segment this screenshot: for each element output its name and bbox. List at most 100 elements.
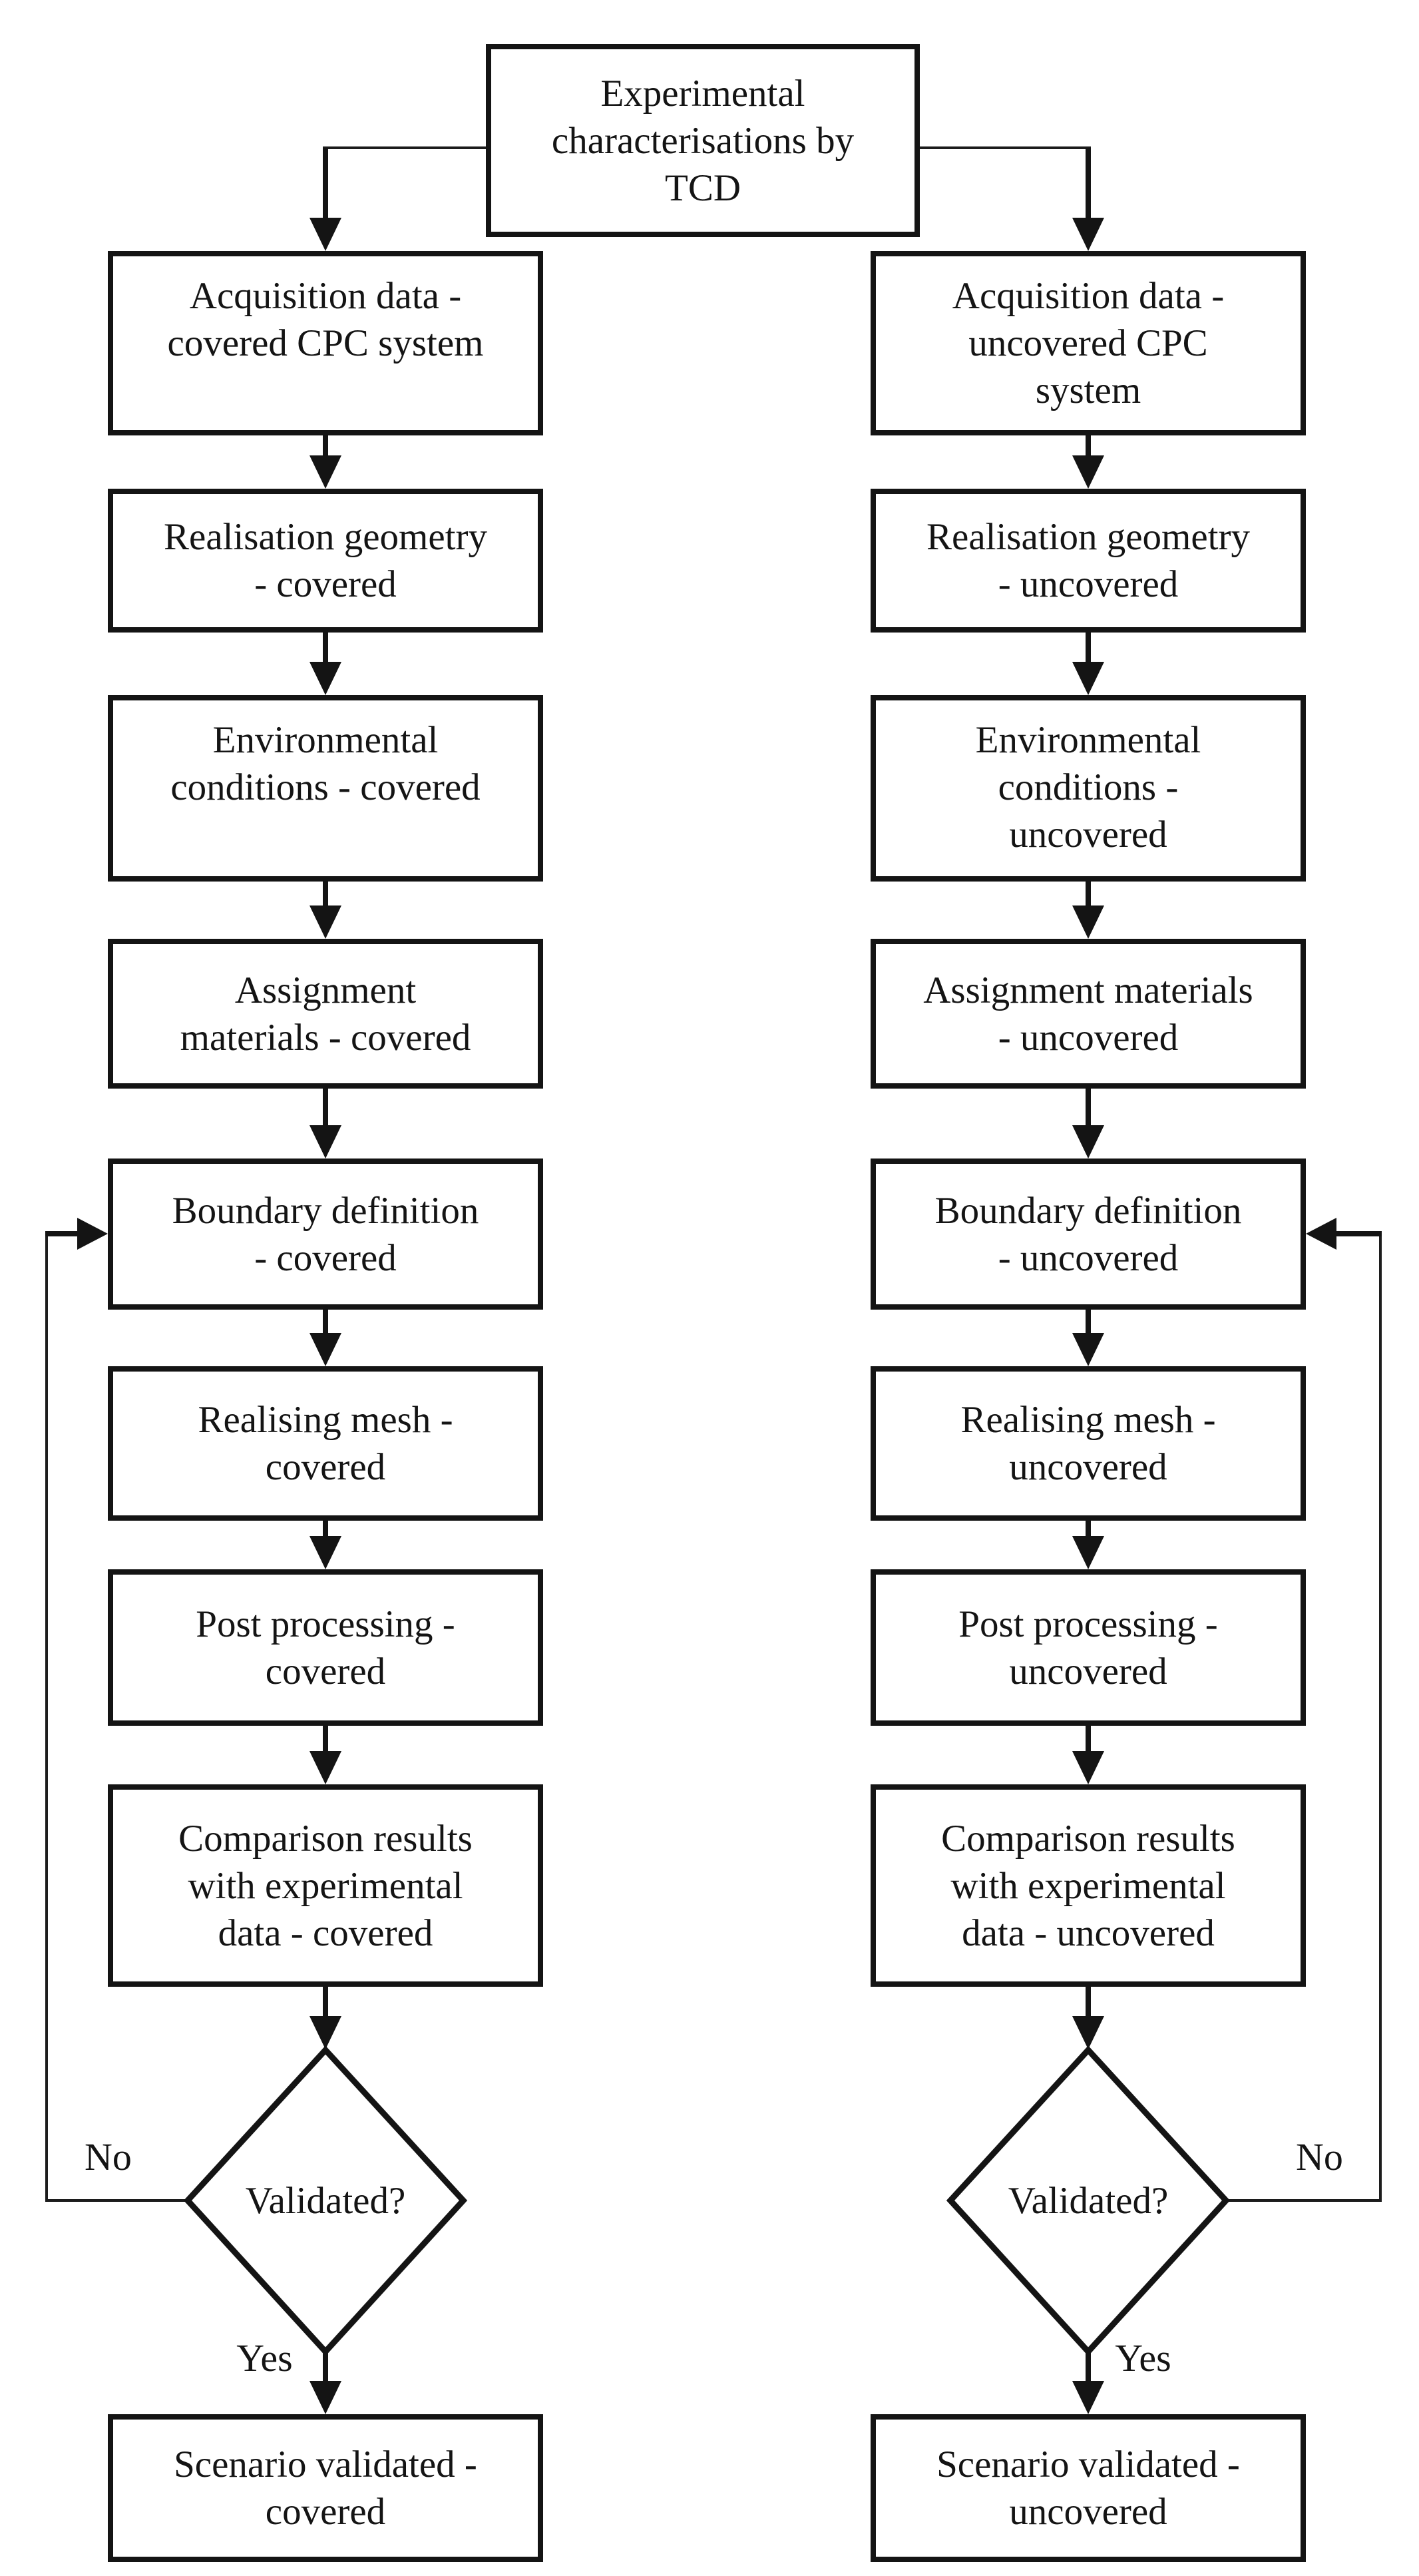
node-comparison-results-covered: Comparison results with experimental dat…: [108, 1784, 543, 1987]
arrow-down-icon: [309, 2381, 341, 2414]
arrow-left-icon: [1306, 1218, 1336, 1250]
arrow-right-icon: [77, 1218, 108, 1250]
arrow-down-icon: [1072, 1125, 1104, 1159]
node-line: Assignment materials: [923, 969, 1253, 1011]
arrow-shaft: [1086, 633, 1091, 662]
arrow-down-icon: [309, 1333, 341, 1366]
node-realisation-geometry-covered: Realisation geometry - covered: [108, 489, 543, 633]
arrow-shaft: [323, 1987, 328, 2016]
arrow-down-icon: [309, 455, 341, 489]
node-line: - uncovered: [998, 1016, 1179, 1059]
node-line: Assignment: [234, 969, 417, 1011]
node-comparison-results-uncovered: Comparison results with experimental dat…: [871, 1784, 1306, 1987]
node-line: uncovered: [1009, 1446, 1167, 1488]
node-assignment-materials-uncovered: Assignment materials - uncovered: [871, 939, 1306, 1089]
node-boundary-definition-uncovered: Boundary definition - uncovered: [871, 1159, 1306, 1310]
arrow-shaft: [1086, 1089, 1091, 1125]
decision-label-uncovered: Validated?: [1008, 2180, 1169, 2222]
node-acquisition-data-uncovered: Acquisition data - uncovered CPC system: [871, 251, 1306, 435]
feedback-line-uncovered-horizontal: [1227, 2199, 1382, 2202]
node-line: Environmental: [975, 719, 1201, 761]
node-line: TCD: [665, 166, 741, 209]
arrow-down-icon: [1072, 1751, 1104, 1784]
node-root-experimental-characterisations: Experimental characterisations by TCD: [486, 44, 920, 237]
node-post-processing-covered: Post processing - covered: [108, 1569, 543, 1726]
arrow-down-icon: [309, 1751, 341, 1784]
arrow-down-icon: [1072, 218, 1104, 251]
node-realising-mesh-uncovered: Realising mesh - uncovered: [871, 1366, 1306, 1521]
node-line: conditions - covered: [170, 766, 481, 808]
arrow-down-icon: [1072, 1333, 1104, 1366]
node-line: Experimental: [600, 72, 805, 115]
arrow-shaft: [323, 633, 328, 662]
node-environmental-conditions-uncovered: Environmental conditions - uncovered: [871, 695, 1306, 882]
node-line: - covered: [254, 563, 397, 605]
arrow-shaft: [1086, 882, 1091, 905]
arrow-down-icon: [309, 662, 341, 695]
node-realising-mesh-covered: Realising mesh - covered: [108, 1366, 543, 1521]
arrow-down-icon: [309, 905, 341, 939]
node-line: materials - covered: [180, 1016, 471, 1059]
feedback-arrow-shaft: [1336, 1231, 1382, 1236]
node-realisation-geometry-uncovered: Realisation geometry - uncovered: [871, 489, 1306, 633]
feedback-line-covered-horizontal: [45, 2199, 187, 2202]
node-line: - covered: [254, 1236, 397, 1279]
node-line: covered: [265, 1446, 386, 1488]
arrow-down-icon: [309, 2016, 341, 2049]
arrow-down-icon: [1072, 455, 1104, 489]
node-post-processing-uncovered: Post processing - uncovered: [871, 1569, 1306, 1726]
arrow-shaft: [1086, 1987, 1091, 2016]
node-line: Realising mesh -: [960, 1399, 1216, 1441]
node-line: Comparison results: [941, 1817, 1235, 1860]
node-line: Realising mesh -: [198, 1399, 453, 1441]
node-line: Environmental: [212, 719, 439, 761]
node-line: with experimental: [950, 1864, 1226, 1907]
node-boundary-definition-covered: Boundary definition - covered: [108, 1159, 543, 1310]
node-line: Acquisition data -: [952, 275, 1225, 317]
node-line: Post processing -: [196, 1603, 455, 1645]
node-line: characterisations by: [551, 119, 855, 162]
node-environmental-conditions-covered: Environmental conditions - covered: [108, 695, 543, 882]
arrow-shaft: [1086, 1521, 1091, 1536]
node-scenario-validated-covered: Scenario validated - covered: [108, 2414, 543, 2562]
node-line: conditions -: [998, 766, 1179, 808]
node-line: Boundary definition: [934, 1189, 1242, 1232]
arrow-down-icon: [309, 1536, 341, 1569]
node-line: uncovered CPC: [968, 322, 1208, 364]
node-line: Scenario validated -: [174, 2444, 477, 2485]
decision-diamond-uncovered: [946, 2046, 1230, 2356]
arrow-shaft: [1086, 2352, 1091, 2381]
node-line: system: [1035, 370, 1141, 411]
feedback-line-uncovered-vertical: [1379, 1234, 1382, 2202]
node-line: Realisation geometry: [926, 516, 1250, 558]
node-line: Post processing -: [958, 1603, 1218, 1645]
node-line: - uncovered: [998, 563, 1179, 605]
arrow-shaft: [323, 882, 328, 905]
node-line: Acquisition data -: [189, 275, 462, 317]
arrow-shaft: [323, 1310, 328, 1333]
node-line: with experimental: [188, 1864, 463, 1907]
node-line: data - uncovered: [962, 1912, 1215, 1954]
arrow-shaft: [1086, 1310, 1091, 1333]
node-scenario-validated-uncovered: Scenario validated - uncovered: [871, 2414, 1306, 2562]
arrow-down-icon: [1072, 905, 1104, 939]
node-line: uncovered: [1009, 1650, 1167, 1692]
node-line: uncovered: [1009, 814, 1167, 856]
decision-label-covered: Validated?: [245, 2180, 406, 2222]
arrow-down-icon: [1072, 2016, 1104, 2049]
node-assignment-materials-covered: Assignment materials - covered: [108, 939, 543, 1089]
node-line: uncovered: [1009, 2491, 1167, 2533]
arrow-shaft: [1086, 435, 1091, 455]
feedback-arrow-shaft: [45, 1231, 77, 1236]
node-line: covered: [265, 1650, 386, 1692]
arrow-down-icon: [1072, 2381, 1104, 2414]
node-line: Boundary definition: [172, 1189, 479, 1232]
arrow-shaft: [323, 1089, 328, 1125]
yes-label-covered: Yes: [236, 2336, 293, 2380]
arrow-shaft: [323, 435, 328, 455]
no-label-covered: No: [85, 2135, 132, 2179]
arrow-shaft: [323, 2352, 328, 2381]
node-line: data - covered: [218, 1912, 433, 1954]
arrow-shaft: [323, 1726, 328, 1751]
